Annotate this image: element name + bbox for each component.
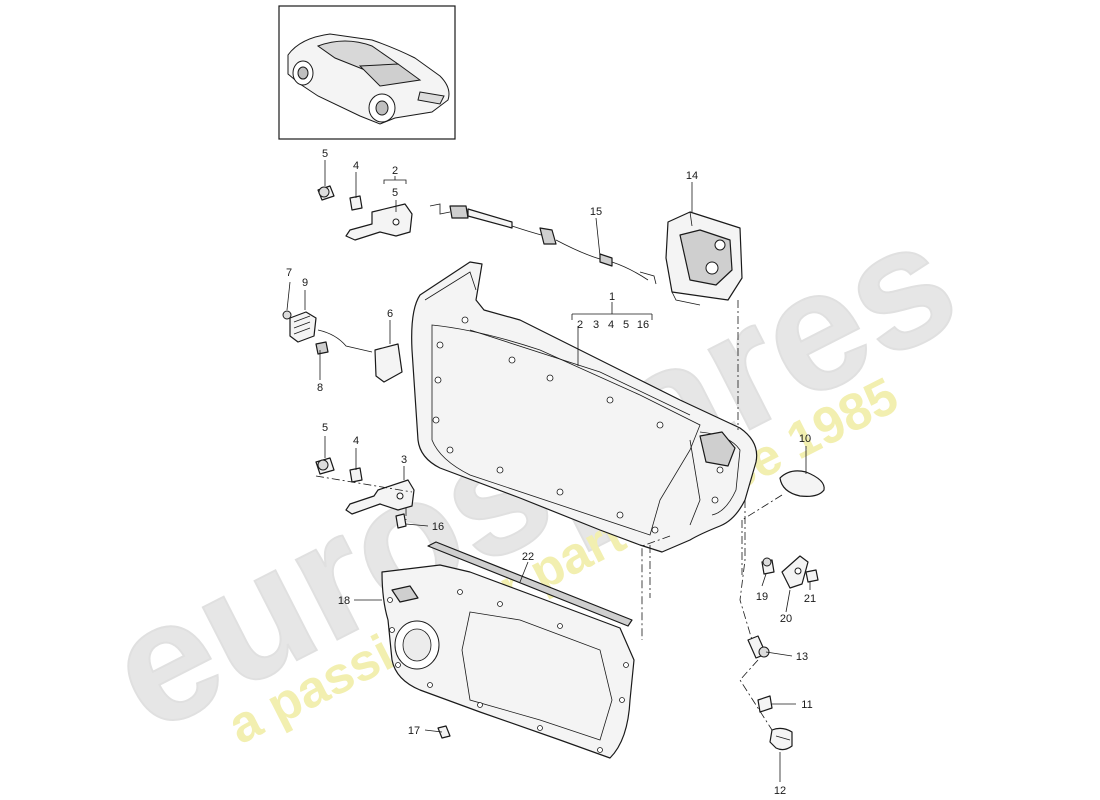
door-lock: [665, 211, 743, 306]
release-cable: [429, 203, 657, 285]
door-trim-panel: [381, 564, 635, 759]
callout-5b: 5: [322, 422, 328, 434]
car-icon: [287, 33, 450, 125]
callout-1-sub-e: 16: [637, 319, 649, 331]
seal-strip: [427, 541, 633, 627]
screw-17: [437, 725, 451, 739]
callout-1-sub-b: 3: [593, 319, 599, 331]
callout-15: 15: [590, 206, 602, 218]
callout-labels: 1 2 3 4 5 16 2 5 3 4 4 5 5 6 7 8 9 10 11…: [286, 148, 816, 797]
small-fittings: [761, 555, 819, 589]
door-shell: [411, 261, 758, 553]
callout-6: 6: [387, 308, 393, 320]
callout-19: 19: [756, 591, 768, 603]
door-check: [282, 310, 403, 383]
leader-lines: [286, 160, 811, 782]
callout-1-sub-a: 2: [577, 319, 583, 331]
callout-7: 7: [286, 267, 292, 279]
hinge-upper: [317, 185, 413, 241]
callout-4a: 4: [353, 160, 359, 172]
callout-14: 14: [686, 170, 698, 182]
car-thumbnail: [278, 5, 456, 140]
callout-5a: 5: [322, 148, 328, 160]
callout-12: 12: [774, 785, 786, 797]
hinge-lower: [315, 457, 415, 529]
callout-9: 9: [302, 277, 308, 289]
callout-18: 18: [338, 595, 350, 607]
callout-4b: 4: [353, 435, 359, 447]
callout-22: 22: [522, 551, 534, 563]
callout-16: 16: [432, 521, 444, 533]
callout-1-sub-d: 5: [623, 319, 629, 331]
callout-21: 21: [804, 593, 816, 605]
callout-3: 3: [401, 454, 407, 466]
callout-1: 1: [609, 291, 615, 303]
callout-11: 11: [801, 699, 812, 711]
callout-17: 17: [408, 725, 420, 737]
callout-2-sub: 5: [392, 187, 398, 199]
callout-20: 20: [780, 613, 792, 625]
callout-1-sub-c: 4: [608, 319, 614, 331]
callout-2: 2: [392, 165, 398, 177]
handle-cover: [779, 470, 825, 497]
callout-8: 8: [317, 382, 323, 394]
callout-13: 13: [796, 651, 808, 663]
bolt-13: [747, 635, 770, 659]
striker: [757, 695, 793, 751]
callout-10: 10: [799, 433, 811, 445]
